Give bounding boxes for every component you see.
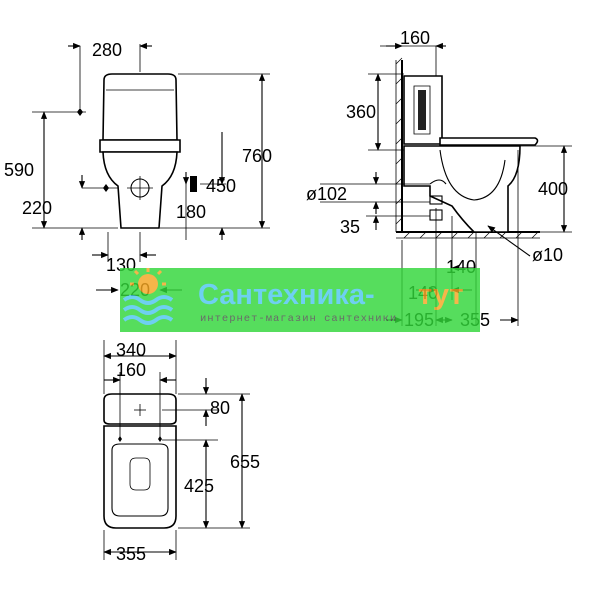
side-view-floor bbox=[396, 231, 540, 239]
dim-360: 360 bbox=[346, 102, 376, 122]
watermark-logo-icon bbox=[122, 268, 174, 325]
dim-10: ø10 bbox=[532, 245, 563, 265]
watermark-title: Сантехника- bbox=[198, 279, 375, 311]
side-view-toilet-outline bbox=[403, 75, 539, 233]
top-view: 340 160 80 425 655 355 bbox=[103, 340, 260, 564]
watermark-banner: Сантехника- тут интернет-магазин сантехн… bbox=[120, 268, 480, 332]
dim-180: 180 bbox=[176, 202, 206, 222]
dim-340: 340 bbox=[116, 340, 146, 360]
top-view-dimension-lines bbox=[103, 340, 250, 560]
dim-280: 280 bbox=[92, 40, 122, 60]
side-view-wall bbox=[395, 57, 403, 232]
watermark-background bbox=[120, 268, 480, 332]
dim-160-top: 160 bbox=[116, 360, 146, 380]
dim-450: 450 bbox=[206, 176, 236, 196]
watermark-title-accent: тут bbox=[418, 279, 464, 311]
dim-425: 425 bbox=[184, 476, 214, 496]
dim-355-top: 355 bbox=[116, 544, 146, 564]
dim-80: 80 bbox=[210, 398, 230, 418]
dim-590: 590 bbox=[4, 160, 34, 180]
dim-760: 760 bbox=[242, 146, 272, 166]
front-view-toilet-outline bbox=[99, 73, 197, 229]
top-view-toilet-outline bbox=[103, 393, 177, 529]
front-view: 280 590 220 760 450 180 130 220 bbox=[4, 40, 272, 300]
dim-160-wall: 160 bbox=[400, 28, 430, 48]
dim-102: ø102 bbox=[306, 184, 347, 204]
dim-400: 400 bbox=[538, 179, 568, 199]
watermark-subtitle: интернет-магазин сантехники bbox=[200, 313, 397, 325]
dim-35: 35 bbox=[340, 217, 360, 237]
dim-655: 655 bbox=[230, 452, 260, 472]
front-view-dimension-lines bbox=[32, 42, 270, 294]
dim-220-outlet: 220 bbox=[22, 198, 52, 218]
